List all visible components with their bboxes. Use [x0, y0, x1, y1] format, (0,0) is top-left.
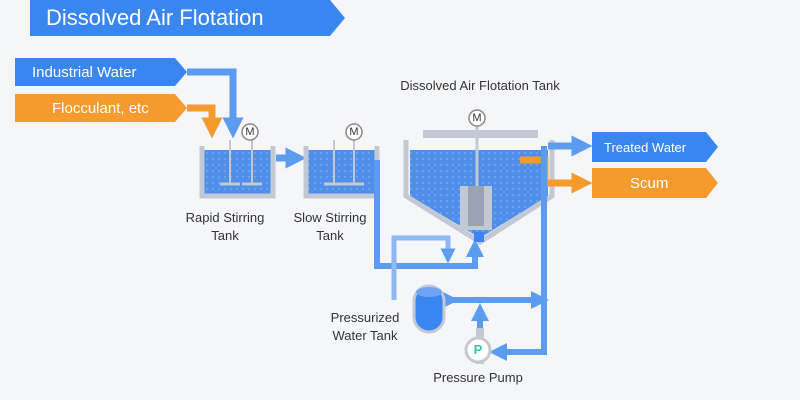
slow-to-daf-pipe [374, 160, 484, 269]
slow-tank-label-2: Tank [316, 228, 344, 243]
pressure-pump-label: Pressure Pump [433, 370, 523, 385]
motor-rapid [241, 123, 259, 141]
daf-tank [403, 126, 555, 245]
pressurized-water-tank [412, 284, 446, 334]
flocculant-label: Flocculant, etc [52, 99, 149, 117]
daf-tank-label: Dissolved Air Flotation Tank [400, 78, 560, 93]
pressurized-tank-label-2: Water Tank [332, 328, 398, 343]
scum-label: Scum [630, 174, 669, 192]
pump-symbol: P [473, 342, 483, 357]
flocculant-pipe [187, 104, 223, 139]
title-banner [30, 0, 345, 36]
rapid-tank-label-2: Tank [211, 228, 239, 243]
treated-water-label: Treated Water [604, 139, 687, 155]
page-title: Dissolved Air Flotation [46, 5, 264, 30]
rapid-stirring-tank [199, 140, 276, 199]
rapid-tank-label-1: Rapid Stirring [185, 210, 265, 225]
pressurized-tank-label-1: Pressurized [330, 310, 400, 325]
recirculation-pipe [489, 146, 547, 361]
pressure-pump [464, 328, 492, 364]
motor-daf-symbol: M [472, 112, 482, 124]
flocculant-tag [15, 94, 187, 122]
motor-daf [468, 109, 486, 127]
motor-rapid-symbol: M [245, 126, 255, 138]
motor-slow [345, 123, 363, 141]
industrial-water-label: Industrial Water [32, 63, 137, 81]
industrial-water-pipe [187, 68, 244, 139]
industrial-water-tag [15, 58, 187, 86]
motor-slow-symbol: M [349, 126, 359, 138]
recycle-loop [391, 235, 456, 300]
slow-tank-label-1: Slow Stirring [293, 210, 367, 225]
treated-water-tag [592, 132, 718, 162]
slow-stirring-tank [303, 140, 380, 199]
scum-tag [592, 168, 718, 198]
